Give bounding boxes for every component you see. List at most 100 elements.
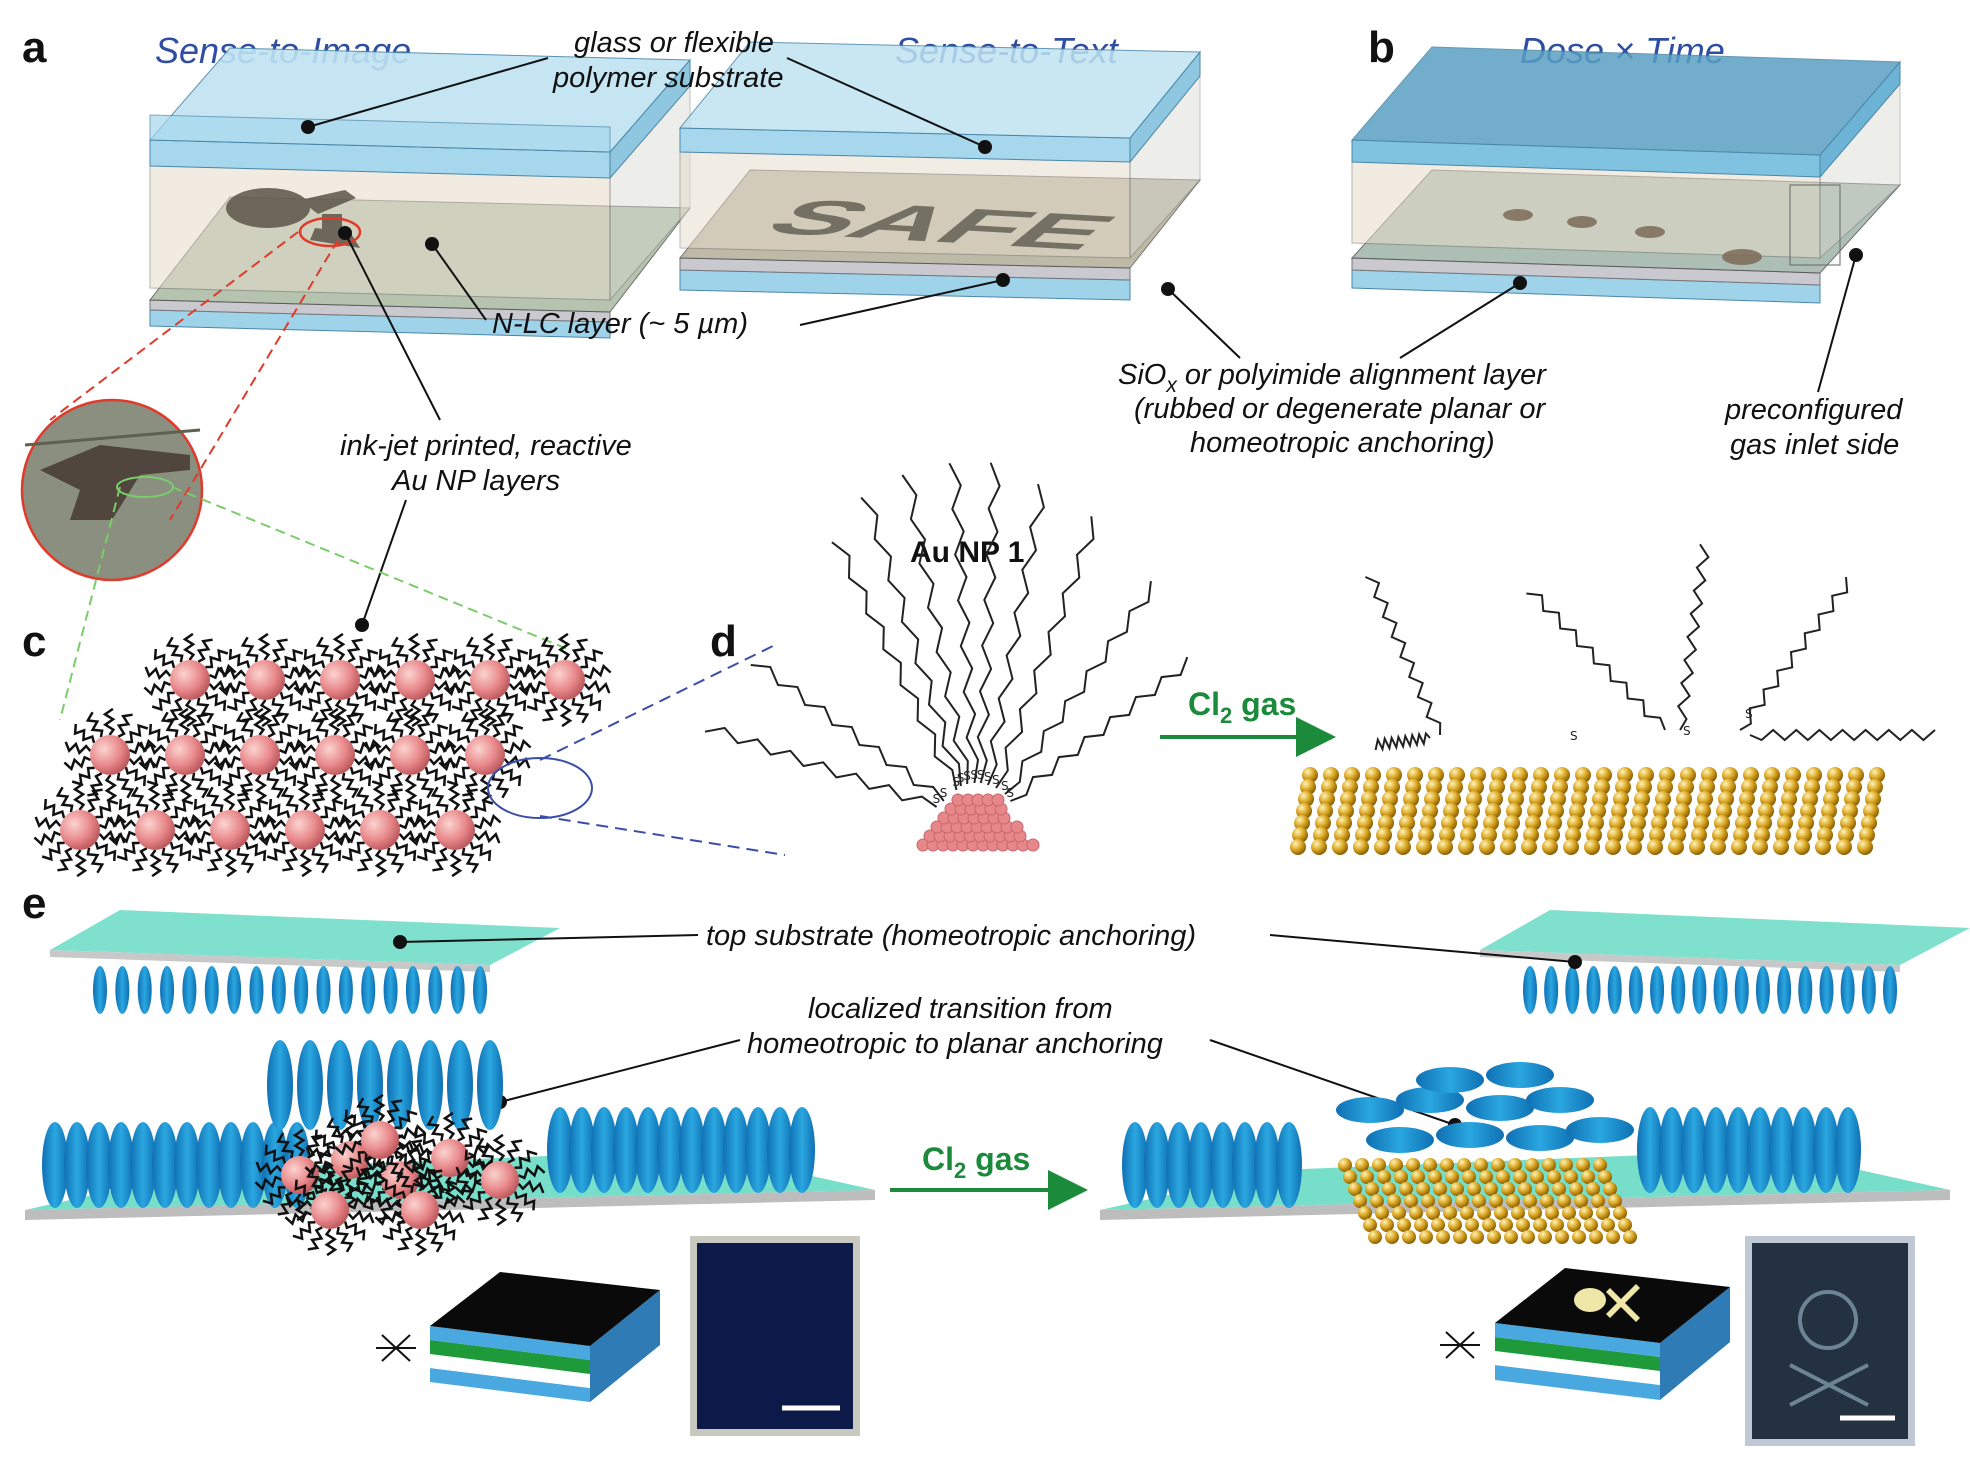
lc-molecule	[204, 966, 219, 1014]
lc-molecule	[1755, 966, 1770, 1014]
top-substrate-left	[50, 910, 560, 1014]
photo-off	[690, 1236, 860, 1436]
lc-molecule	[1692, 966, 1707, 1014]
label-inlet-line1: preconfigured	[1724, 394, 1903, 426]
device-sense-to-image	[148, 47, 692, 339]
nanoparticle	[165, 735, 205, 775]
device-sense-to-text: SAFE	[678, 41, 1202, 301]
np-highlight	[487, 757, 593, 819]
lc-molecule	[1523, 966, 1537, 1014]
nanoparticle	[285, 810, 325, 850]
lc-molecule-planar	[1506, 1125, 1574, 1151]
alkyl-chain	[704, 726, 938, 808]
alkyl-chain	[860, 496, 962, 787]
lc-molecule	[130, 1122, 156, 1208]
sulfur-label: S	[1001, 779, 1009, 793]
au-np-1-core	[916, 793, 1040, 852]
top-substrate-right	[1480, 910, 1970, 1014]
label-top-substrate: top substrate (homeotropic anchoring)	[706, 920, 1196, 952]
lc-molecule	[160, 966, 175, 1014]
lc-molecule-planar	[1436, 1122, 1504, 1148]
lc-molecule	[174, 1122, 200, 1208]
lc-molecule-planar	[1396, 1087, 1464, 1113]
lc-molecule-planar	[1336, 1097, 1404, 1123]
lc-molecule	[86, 1122, 112, 1208]
sulfur-label: S	[970, 768, 978, 782]
lc-molecule-planar	[1416, 1067, 1484, 1093]
lc-molecule	[679, 1107, 705, 1193]
sulfur-label: S	[984, 770, 992, 784]
nanoparticle	[311, 1191, 349, 1229]
lc-molecule	[196, 1122, 222, 1208]
lc-molecule	[701, 1107, 727, 1193]
sulfur-label: S	[977, 768, 985, 782]
lc-molecule	[477, 1040, 503, 1130]
lc-molecule	[789, 1107, 815, 1193]
lc-molecule	[1188, 1122, 1214, 1208]
label-cl2-gas-d: Cl2 gas	[1188, 686, 1296, 728]
alkyl-chain	[1364, 576, 1442, 736]
lc-molecule	[218, 1122, 244, 1208]
lc-molecule	[1819, 966, 1834, 1014]
nanoparticle	[465, 735, 505, 775]
lc-molecule	[316, 966, 331, 1014]
lc-molecule	[227, 966, 242, 1014]
alkyl-chain	[831, 541, 958, 791]
panel-d-label: d	[710, 617, 737, 666]
bottom-substrate-right	[1100, 1062, 1950, 1244]
lc-molecule	[271, 966, 286, 1014]
lc-molecule	[745, 1107, 771, 1193]
label-alignment-line3: homeotropic anchoring)	[1190, 427, 1495, 459]
lc-molecule	[450, 966, 465, 1014]
sulfur-label: S	[963, 769, 971, 783]
lc-molecule-planar	[1366, 1127, 1434, 1153]
zoom-circle	[20, 398, 204, 582]
lc-molecule	[657, 1107, 683, 1193]
lc-molecule	[387, 1040, 413, 1130]
lc-molecule	[1798, 966, 1813, 1014]
label-localized-line1: localized transition from	[808, 993, 1113, 1025]
nanoparticle	[60, 810, 100, 850]
lc-molecule	[1747, 1107, 1773, 1193]
lc-molecule	[723, 1107, 749, 1193]
label-inkjet-line1: ink-jet printed, reactive	[340, 430, 632, 462]
lc-molecule	[1861, 966, 1876, 1014]
lc-molecule	[383, 966, 398, 1014]
lc-molecule	[1628, 966, 1643, 1014]
sulfur-label: S	[1006, 786, 1014, 800]
lc-molecule	[1637, 1107, 1663, 1193]
lc-molecule	[1210, 1122, 1236, 1208]
lc-molecule	[115, 966, 130, 1014]
lc-molecule	[64, 1122, 90, 1208]
lc-molecule	[1276, 1122, 1302, 1208]
nanoparticle	[390, 735, 430, 775]
alkyl-chain	[976, 462, 1001, 784]
lc-molecule	[137, 966, 152, 1014]
lc-molecule	[767, 1107, 793, 1193]
lc-molecule	[42, 1122, 68, 1208]
nanoparticle	[170, 660, 210, 700]
lc-molecule	[267, 1040, 293, 1130]
nanoparticle	[245, 660, 285, 700]
skull-icon	[1574, 1284, 1640, 1322]
sulfur-label: S	[957, 771, 965, 785]
lc-molecule-planar	[1566, 1117, 1634, 1143]
nanoparticle	[135, 810, 175, 850]
sulfur-label: S	[1683, 724, 1691, 738]
alkyl-chain	[995, 516, 1095, 789]
lc-molecule	[1791, 1107, 1817, 1193]
lc-molecule	[1713, 966, 1728, 1014]
nanoparticle	[435, 810, 475, 850]
lc-molecule	[1544, 966, 1559, 1014]
panel-b-label: b	[1368, 23, 1395, 72]
lc-molecule	[1607, 966, 1622, 1014]
alkyl-chain	[1749, 728, 1936, 742]
skull-photo-icon	[1789, 1290, 1869, 1407]
lc-molecule	[327, 1040, 353, 1130]
lc-molecule	[1840, 966, 1855, 1014]
zoom-marker	[298, 216, 362, 248]
dose-dots	[1503, 209, 1762, 265]
alkyl-chain	[1676, 543, 1710, 731]
